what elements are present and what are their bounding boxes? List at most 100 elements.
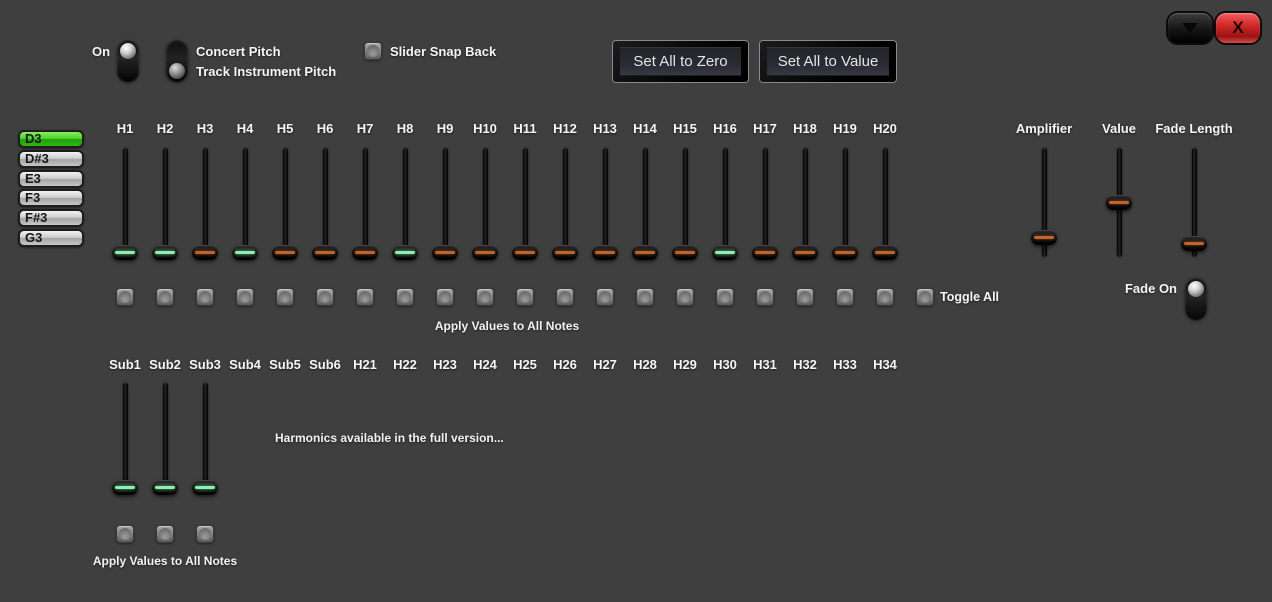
- harmonic-label-H21: H21: [353, 357, 377, 372]
- note-button-Ds3[interactable]: D#3: [18, 149, 84, 168]
- slider-handle-H15[interactable]: [672, 245, 698, 261]
- dropdown-button[interactable]: [1168, 13, 1212, 43]
- note-button-F3[interactable]: F3: [18, 189, 84, 208]
- note-button-E3[interactable]: E3: [18, 169, 84, 188]
- slider-handle-H13[interactable]: [592, 245, 618, 261]
- apply-checkbox-Sub2[interactable]: [156, 525, 174, 543]
- slider-track-H17[interactable]: [762, 148, 768, 257]
- slider-handle-H12[interactable]: [552, 245, 578, 261]
- slider-track-H16[interactable]: [722, 148, 728, 257]
- harmonic-label-H30: H30: [713, 357, 737, 372]
- slider-handle-H8[interactable]: [392, 245, 418, 261]
- slider-stripe: [115, 486, 135, 490]
- note-button-G3[interactable]: G3: [18, 229, 84, 247]
- pitch-mode-toggle[interactable]: [166, 40, 188, 82]
- slider-snap-back-checkbox[interactable]: [364, 42, 382, 60]
- apply-checkbox-H3[interactable]: [196, 288, 214, 306]
- fade-on-toggle[interactable]: [1185, 278, 1207, 320]
- slider-track-H9[interactable]: [442, 148, 448, 257]
- slider-track-H4[interactable]: [242, 148, 248, 257]
- apply-checkbox-H18[interactable]: [796, 288, 814, 306]
- slider-track-H6[interactable]: [322, 148, 328, 257]
- apply-checkbox-H8[interactable]: [396, 288, 414, 306]
- slider-track-H14[interactable]: [642, 148, 648, 257]
- slider-track-H7[interactable]: [362, 148, 368, 257]
- slider-track-H5[interactable]: [282, 148, 288, 257]
- toggle-all-checkbox[interactable]: [916, 288, 934, 306]
- apply-checkbox-H9[interactable]: [436, 288, 454, 306]
- harmonic-label-H10: H10: [473, 121, 497, 136]
- slider-track-H11[interactable]: [522, 148, 528, 257]
- apply-checkbox-H20[interactable]: [876, 288, 894, 306]
- set-all-to-zero-button[interactable]: Set All to Zero: [613, 41, 748, 82]
- apply-checkbox-H11[interactable]: [516, 288, 534, 306]
- close-button[interactable]: X: [1216, 13, 1260, 43]
- slider-handle-H19[interactable]: [832, 245, 858, 261]
- slider-handle-H18[interactable]: [792, 245, 818, 261]
- slider-track-H8[interactable]: [402, 148, 408, 257]
- note-button-Fs3[interactable]: F#3: [18, 209, 84, 228]
- slider-track-H20[interactable]: [882, 148, 888, 257]
- set-all-to-value-button[interactable]: Set All to Value: [760, 41, 896, 82]
- slider-track-H3[interactable]: [202, 148, 208, 257]
- slider-track-H10[interactable]: [482, 148, 488, 257]
- slider-track-H13[interactable]: [602, 148, 608, 257]
- slider-handle-H14[interactable]: [632, 245, 658, 261]
- apply-checkbox-H14[interactable]: [636, 288, 654, 306]
- slider-stripe: [195, 486, 215, 490]
- apply-checkbox-H17[interactable]: [756, 288, 774, 306]
- slider-handle-H7[interactable]: [352, 245, 378, 261]
- slider-handle-Fade-Length[interactable]: [1181, 236, 1207, 252]
- slider-handle-Amplifier[interactable]: [1031, 229, 1057, 245]
- slider-handle-H2[interactable]: [152, 245, 178, 261]
- slider-track-H18[interactable]: [802, 148, 808, 257]
- slider-track-Sub3[interactable]: [202, 383, 208, 490]
- apply-checkbox-H2[interactable]: [156, 288, 174, 306]
- slider-handle-H11[interactable]: [512, 245, 538, 261]
- harmonic-label-Sub5: Sub5: [269, 357, 301, 372]
- slider-track-Amplifier[interactable]: [1041, 148, 1047, 257]
- slider-handle-H6[interactable]: [312, 245, 338, 261]
- harmonic-label-H20: H20: [873, 121, 897, 136]
- slider-handle-Sub1[interactable]: [112, 480, 138, 496]
- apply-checkbox-H6[interactable]: [316, 288, 334, 306]
- slider-handle-Sub3[interactable]: [192, 480, 218, 496]
- apply-checkbox-H7[interactable]: [356, 288, 374, 306]
- apply-checkbox-H10[interactable]: [476, 288, 494, 306]
- slider-handle-H16[interactable]: [712, 245, 738, 261]
- note-button-D3[interactable]: D3: [18, 130, 84, 148]
- apply-checkbox-H16[interactable]: [716, 288, 734, 306]
- slider-handle-H20[interactable]: [872, 245, 898, 261]
- slider-track-H15[interactable]: [682, 148, 688, 257]
- apply-checkbox-H1[interactable]: [116, 288, 134, 306]
- slider-track-H2[interactable]: [162, 148, 168, 257]
- slider-handle-H10[interactable]: [472, 245, 498, 261]
- slider-handle-H17[interactable]: [752, 245, 778, 261]
- apply-checkbox-H15[interactable]: [676, 288, 694, 306]
- apply-checkbox-H4[interactable]: [236, 288, 254, 306]
- apply-checkbox-H5[interactable]: [276, 288, 294, 306]
- apply-checkbox-Sub3[interactable]: [196, 525, 214, 543]
- slider-handle-H5[interactable]: [272, 245, 298, 261]
- harmonic-label-Sub6: Sub6: [309, 357, 341, 372]
- slider-track-H12[interactable]: [562, 148, 568, 257]
- slider-track-H19[interactable]: [842, 148, 848, 257]
- slider-handle-Sub2[interactable]: [152, 480, 178, 496]
- apply-checkbox-H12[interactable]: [556, 288, 574, 306]
- slider-handle-H4[interactable]: [232, 245, 258, 261]
- slider-handle-H3[interactable]: [192, 245, 218, 261]
- on-toggle[interactable]: [117, 40, 139, 82]
- slider-handle-Value[interactable]: [1106, 195, 1132, 210]
- slider-track-H1[interactable]: [122, 148, 128, 257]
- slider-handle-H9[interactable]: [432, 245, 458, 261]
- slider-track-Fade-Length[interactable]: [1191, 148, 1197, 257]
- slider-stripe: [715, 251, 735, 255]
- slider-handle-H1[interactable]: [112, 245, 138, 261]
- slider-track-Sub2[interactable]: [162, 383, 168, 490]
- apply-checkbox-Sub1[interactable]: [116, 525, 134, 543]
- slider-stripe: [595, 251, 615, 255]
- harmonic-label-H32: H32: [793, 357, 817, 372]
- apply-checkbox-H13[interactable]: [596, 288, 614, 306]
- slider-track-Sub1[interactable]: [122, 383, 128, 490]
- apply-checkbox-H19[interactable]: [836, 288, 854, 306]
